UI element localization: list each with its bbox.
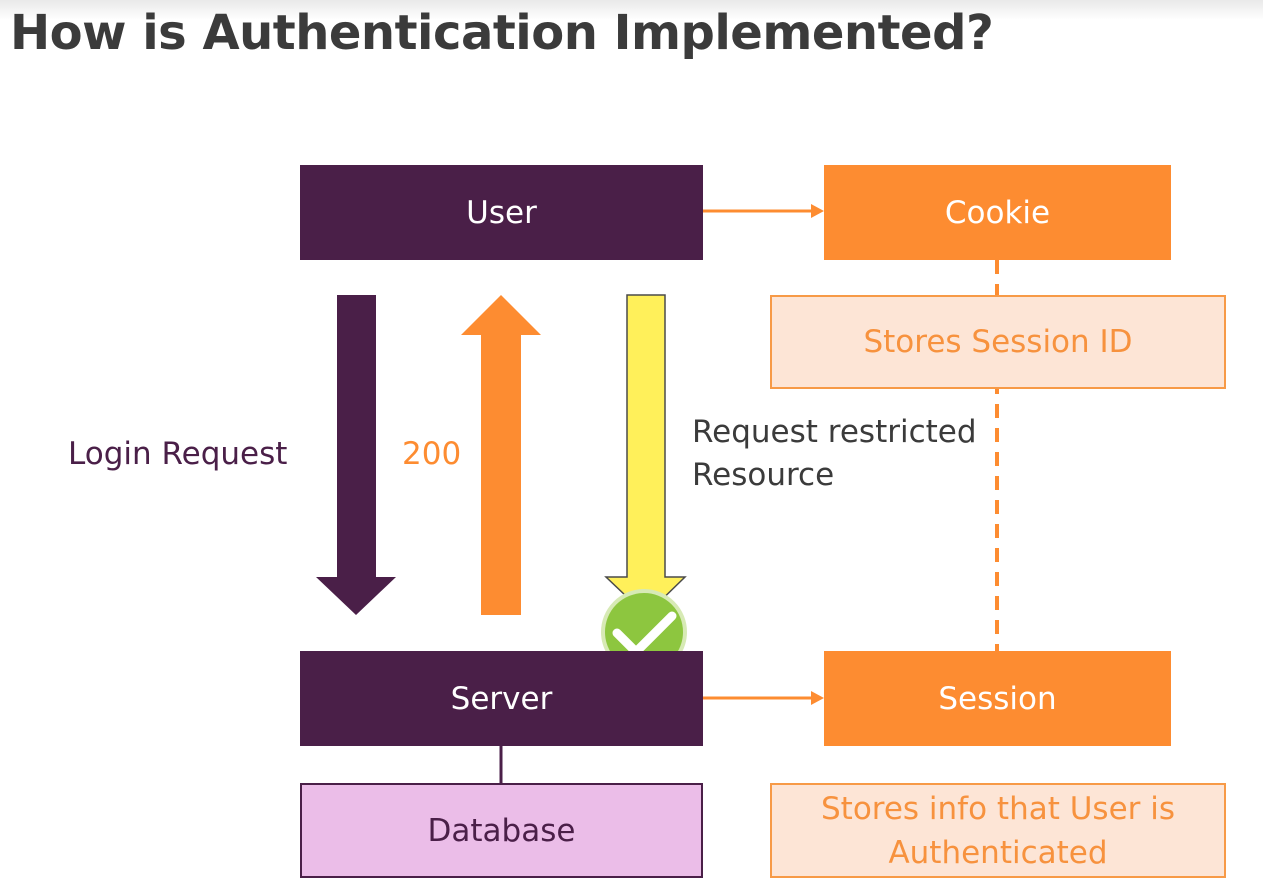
- restricted-resource-arrow: [604, 294, 687, 617]
- login-request-arrow: [316, 295, 396, 615]
- request-restricted-label-line1: Request restricted: [692, 414, 977, 450]
- user-to-cookie-arrowhead: [811, 204, 824, 218]
- top-shade: [0, 0, 1263, 20]
- request-restricted-label-line2: Resource: [692, 457, 835, 493]
- server-to-session-arrowhead: [811, 691, 824, 705]
- page-title: How is Authentication Implemented?: [10, 5, 994, 61]
- user-node-label: User: [466, 194, 537, 231]
- user-node: User: [300, 165, 703, 260]
- server-node-label: Server: [450, 680, 553, 717]
- status-200-label: 200: [402, 436, 462, 472]
- response-200-arrow: [461, 295, 541, 615]
- server-node: Server: [300, 651, 703, 746]
- database-node: Database: [300, 783, 703, 878]
- stores-info-note: Stores info that User is Authenticated: [770, 783, 1226, 878]
- stores-session-id-note: Stores Session ID: [770, 295, 1226, 389]
- stores-info-line1: Stores info that User is: [820, 790, 1176, 827]
- cookie-node: Cookie: [824, 165, 1171, 260]
- stores-info-line2: Authenticated: [888, 834, 1108, 871]
- cookie-node-label: Cookie: [944, 194, 1051, 231]
- database-node-label: Database: [427, 812, 576, 849]
- session-node: Session: [824, 651, 1171, 746]
- session-node-label: Session: [938, 680, 1057, 717]
- login-request-label: Login Request: [68, 436, 288, 472]
- stores-session-id-label: Stores Session ID: [863, 324, 1133, 360]
